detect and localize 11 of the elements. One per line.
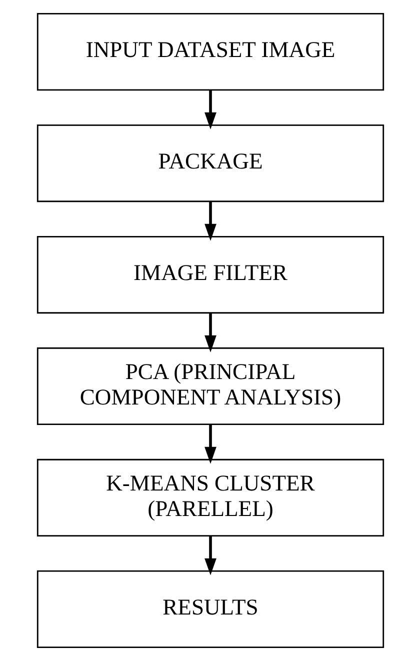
node-box: INPUT DATASET IMAGE [36,13,384,91]
arrow [204,536,216,576]
node-box: K-MEANS CLUSTER (PARELLEL) [36,458,384,537]
arrow [204,312,216,352]
node-box: IMAGE FILTER [36,236,384,314]
arrow [204,424,216,464]
arrow [204,90,216,130]
node-box: PACKAGE [36,124,384,202]
node-box: PCA (PRINCIPAL COMPONENT ANALYSIS) [36,347,384,426]
node-box: RESULTS [36,570,384,648]
arrow [204,201,216,241]
